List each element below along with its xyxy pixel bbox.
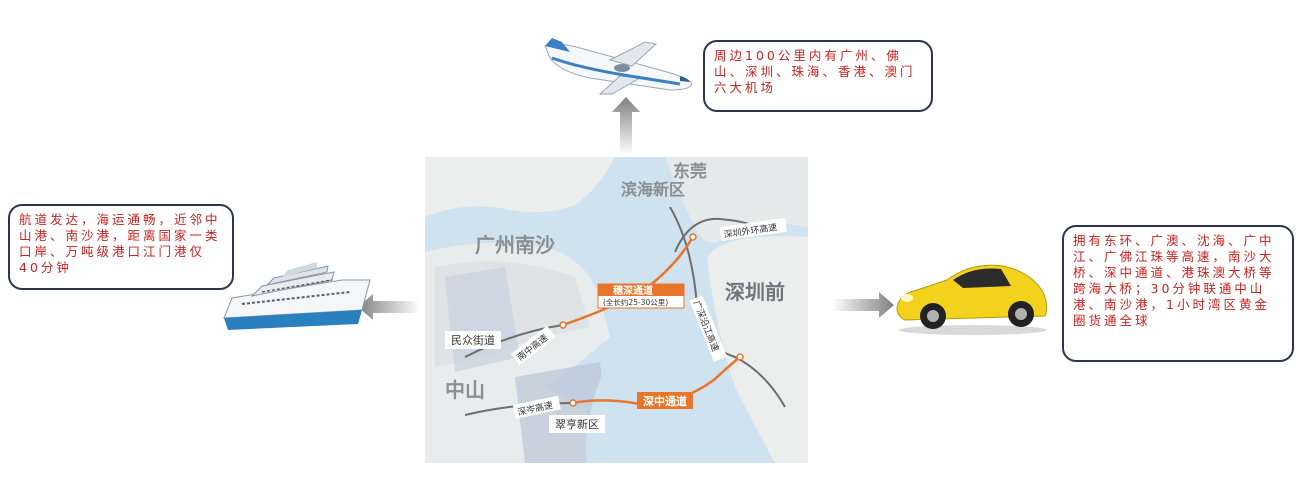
arrow-right-icon <box>832 292 894 318</box>
airport-text: 周边100公里内有广州、佛山、深圳、珠海、香港、澳门六大机场 <box>714 48 916 95</box>
label-minzhong: 民众街道 <box>451 333 495 347</box>
label-dongguan: 东莞 <box>673 161 707 182</box>
label-shenzhen: 深圳前 <box>725 280 785 304</box>
airport-callout: 周边100公里内有广州、佛山、深圳、珠海、香港、澳门六大机场 <box>703 40 933 112</box>
label-suishen-note: (全长约25-30公里) <box>603 297 668 307</box>
region-map: 东莞 滨海新区 广州南沙 深圳前 中山 民众街道 翠亨新区 穗深通道 (全长约2… <box>425 157 808 463</box>
port-callout: 航道发达，海运通畅，近邻中山港、南沙港，距离国家一类口岸、万吨级港口江门港仅40… <box>8 204 234 290</box>
arrow-left-icon <box>358 294 420 320</box>
label-zhongshan: 中山 <box>445 378 485 402</box>
label-suishen: 穗深通道 <box>613 284 653 297</box>
arrow-up-icon <box>612 97 640 155</box>
road-callout: 拥有东环、广澳、沈海、广中江、广佛江珠等高速，南沙大桥、深中通道、港珠澳大桥等跨… <box>1062 225 1294 362</box>
airplane-icon <box>544 38 693 95</box>
label-shenzhong: 深中通道 <box>643 394 687 408</box>
sports-car-icon <box>896 264 1048 335</box>
cruise-ship-icon <box>223 262 371 330</box>
road-text: 拥有东环、广澳、沈海、广中江、广佛江珠等高速，南沙大桥、深中通道、港珠澳大桥等跨… <box>1073 233 1275 328</box>
label-binhai: 滨海新区 <box>621 180 685 199</box>
label-cuiheng: 翠亨新区 <box>555 417 599 431</box>
label-nansha: 广州南沙 <box>475 233 555 257</box>
port-text: 航道发达，海运通畅，近邻中山港、南沙港，距离国家一类口岸、万吨级港口江门港仅40… <box>19 212 221 275</box>
